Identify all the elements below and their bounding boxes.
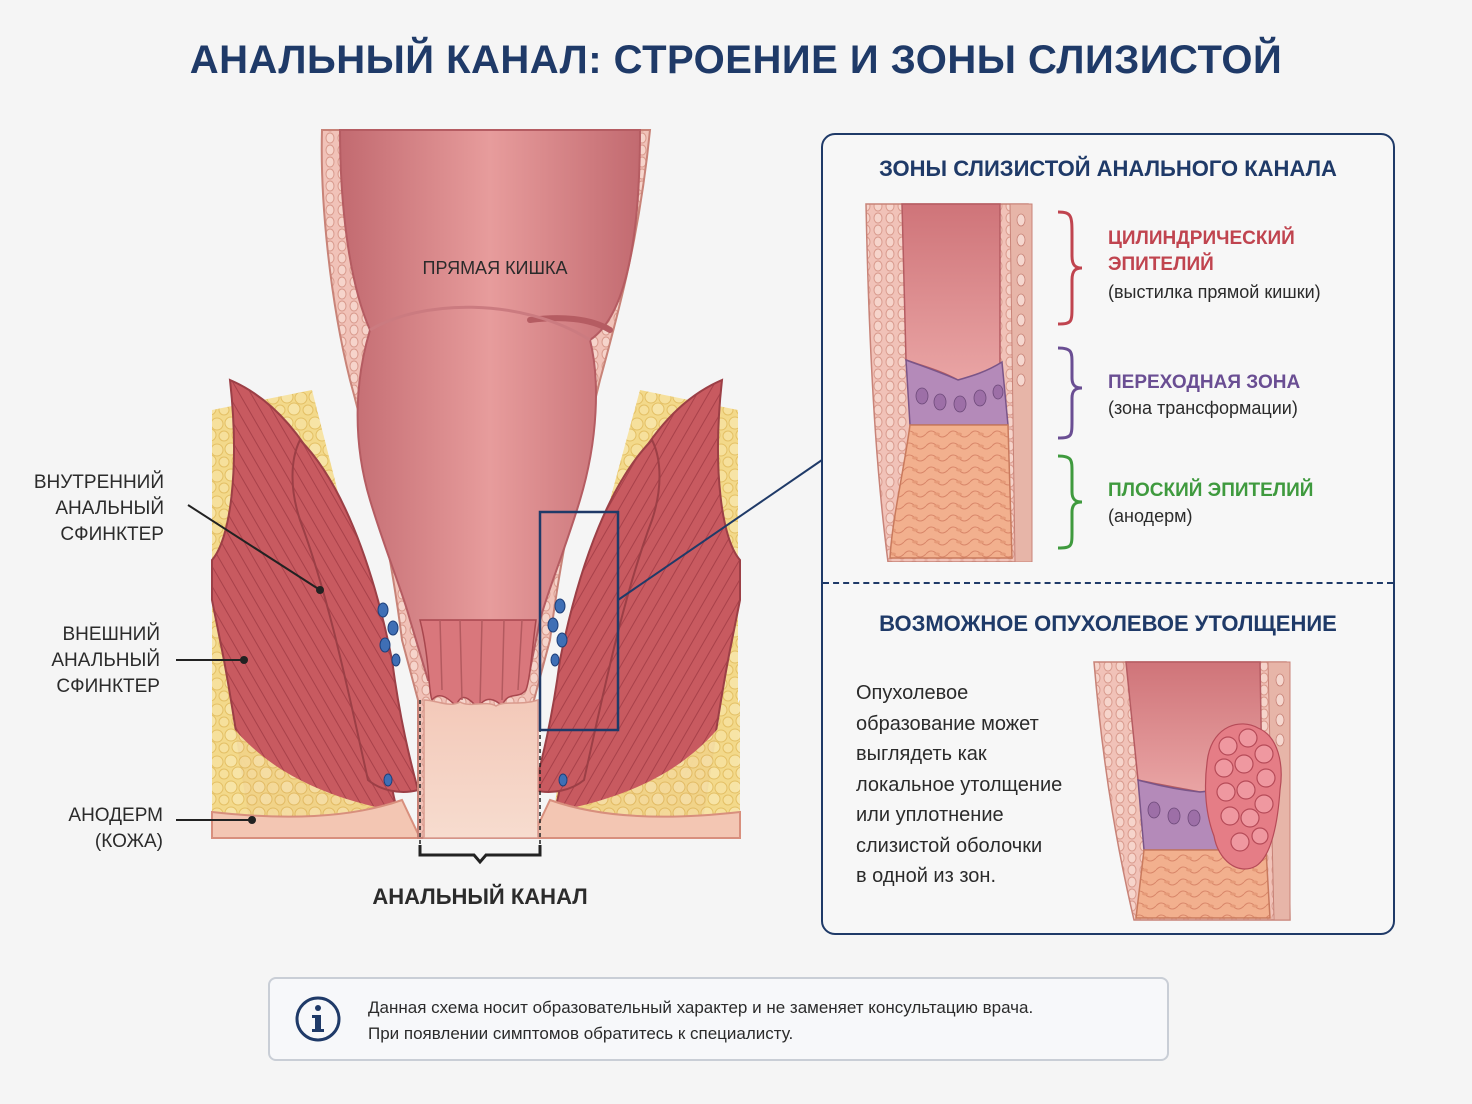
internal-sphincter-label: ВНУТРЕННИЙ АНАЛЬНЫЙ СФИНКТЕР bbox=[33, 472, 164, 545]
zone-braces bbox=[1057, 210, 1083, 550]
tumor-illustration bbox=[1093, 661, 1291, 921]
zone-transition-sub: (зона трансформации) bbox=[1108, 398, 1298, 418]
tumor-panel-title: ВОЗМОЖНОЕ ОПУХОЛЕВОЕ УТОЛЩЕНИЕ bbox=[879, 611, 1337, 636]
zone-transition-name: ПЕРЕХОДНАЯ ЗОНА bbox=[1108, 372, 1301, 393]
rectum-label: ПРЯМАЯ КИШКА bbox=[422, 258, 568, 278]
panel-divider bbox=[823, 582, 1393, 584]
zone-squamous-sub: (анодерм) bbox=[1108, 506, 1193, 526]
external-sphincter-label: ВНЕШНИЙ АНАЛЬНЫЙ СФИНКТЕР bbox=[51, 624, 160, 697]
page-title: АНАЛЬНЫЙ КАНАЛ: СТРОЕНИЕ И ЗОНЫ СЛИЗИСТО… bbox=[189, 38, 1283, 82]
disclaimer-text: Данная схема носит образовательный харак… bbox=[368, 998, 1034, 1043]
zone-columnar-sub: (выстилка прямой кишки) bbox=[1108, 282, 1321, 302]
zone-squamous-name: ПЛОСКИЙ ЭПИТЕЛИЙ bbox=[1108, 480, 1314, 501]
zones-illustration bbox=[865, 203, 1033, 562]
tumor-description: Опухолевое образование может выглядеть к… bbox=[856, 682, 1063, 887]
disclaimer-notice: Данная схема носит образовательный харак… bbox=[268, 977, 1169, 1061]
zone-columnar-name: ЦИЛИНДРИЧЕСКИЙ ЭПИТЕЛИЙ bbox=[1108, 228, 1295, 275]
anal-canal-label: АНАЛЬНЫЙ КАНАЛ bbox=[372, 884, 588, 909]
zones-panel-title: ЗОНЫ СЛИЗИСТОЙ АНАЛЬНОГО КАНАЛА bbox=[879, 156, 1337, 181]
info-icon bbox=[295, 996, 341, 1042]
anoderm-label: АНОДЕРМ (КОЖА) bbox=[68, 805, 163, 852]
